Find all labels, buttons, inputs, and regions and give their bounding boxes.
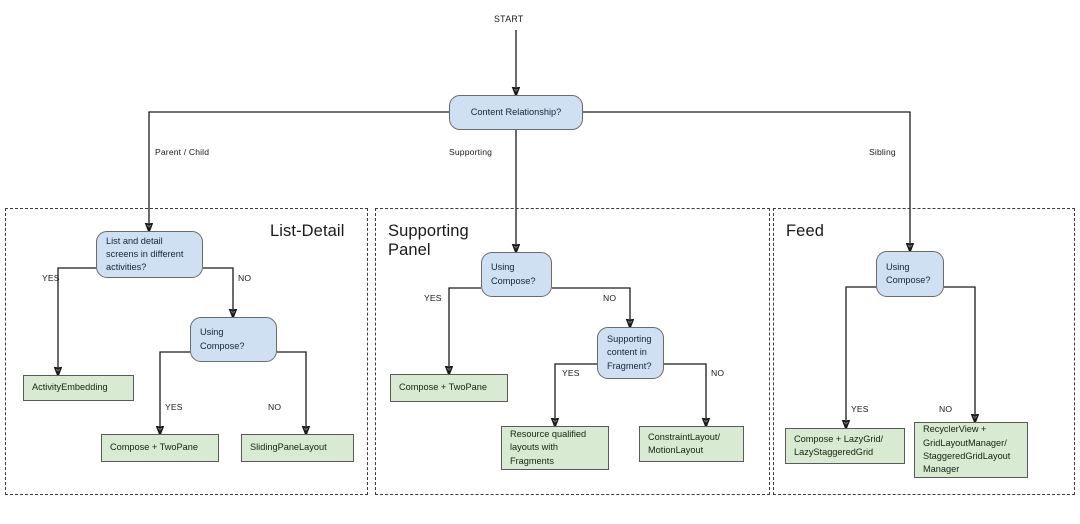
group-list-detail [5,208,368,495]
edge-label-sp-yes-2: YES [562,368,580,378]
terminal-sp-constraintlayout-label: ConstraintLayout/ MotionLayout [648,431,721,455]
decision-ld-using-compose[interactable]: Using Compose? [190,317,277,362]
edge-label-feed-yes: YES [851,404,869,414]
terminal-sp-constraintlayout[interactable]: ConstraintLayout/ MotionLayout [639,426,744,462]
decision-sp-using-compose[interactable]: Using Compose? [481,252,552,297]
edge-label-supporting: Supporting [449,147,493,157]
terminal-sp-resource-qualified[interactable]: Resource qualified layouts with Fragment… [501,426,609,470]
terminal-feed-compose-lazygrid-label: Compose + LazyGrid/ LazyStaggeredGrid [794,433,884,457]
decision-ld-using-compose-label: Using Compose? [200,327,245,351]
group-title-supporting-panel: Supporting Panel [388,222,469,260]
terminal-sp-resource-qualified-label: Resource qualified layouts with Fragment… [510,428,587,466]
decision-feed-using-compose-label: Using Compose? [886,261,931,285]
terminal-feed-recyclerview-label: RecyclerView + GridLayoutManager/ Stagge… [923,424,1011,475]
edge-label-sibling: Sibling [869,147,896,157]
decision-sp-content-in-fragment-label: Supporting content in Fragment? [607,334,652,371]
edge-label-feed-no: NO [939,404,953,414]
terminal-ld-activity-embedding-label: ActivityEmbedding [32,382,108,393]
terminal-ld-slidingpanelayout[interactable]: SlidingPaneLayout [241,434,354,462]
decision-ld-different-activities-label: List and detail screens in different act… [106,235,184,273]
decision-feed-using-compose[interactable]: Using Compose? [876,251,944,297]
edge-label-ld-yes-1: YES [42,273,60,283]
terminal-ld-slidingpanelayout-label: SlidingPaneLayout [250,442,327,453]
group-supporting-panel [375,208,770,495]
terminal-ld-activity-embedding[interactable]: ActivityEmbedding [23,375,134,401]
edge-label-ld-no-2: NO [268,402,282,412]
edge-label-sp-yes-1: YES [424,293,442,303]
decision-content-relationship[interactable]: Content Relationship? [449,95,583,130]
group-feed [773,208,1075,495]
group-title-feed: Feed [786,222,825,240]
decision-content-relationship-label: Content Relationship? [470,106,562,117]
edge-label-parent-child: Parent / Child [155,147,210,157]
terminal-ld-compose-twopane[interactable]: Compose + TwoPane [101,434,219,462]
terminal-ld-compose-twopane-label: Compose + TwoPane [110,442,198,453]
edge-label-sp-no-2: NO [711,368,725,378]
terminal-sp-compose-twopane[interactable]: Compose + TwoPane [390,374,508,402]
group-title-list-detail: List-Detail [270,222,345,240]
terminal-sp-compose-twopane-label: Compose + TwoPane [399,382,487,393]
decision-ld-different-activities[interactable]: List and detail screens in different act… [96,231,203,278]
terminal-feed-recyclerview[interactable]: RecyclerView + GridLayoutManager/ Stagge… [914,422,1028,478]
terminal-feed-compose-lazygrid[interactable]: Compose + LazyGrid/ LazyStaggeredGrid [785,428,905,464]
decision-sp-using-compose-label: Using Compose? [491,262,536,286]
start-label: START [494,14,524,24]
edge-label-ld-yes-2: YES [165,402,183,412]
decision-sp-content-in-fragment[interactable]: Supporting content in Fragment? [597,327,664,379]
edge-label-sp-no-1: NO [603,293,617,303]
edge-label-ld-no-1: NO [238,273,252,283]
